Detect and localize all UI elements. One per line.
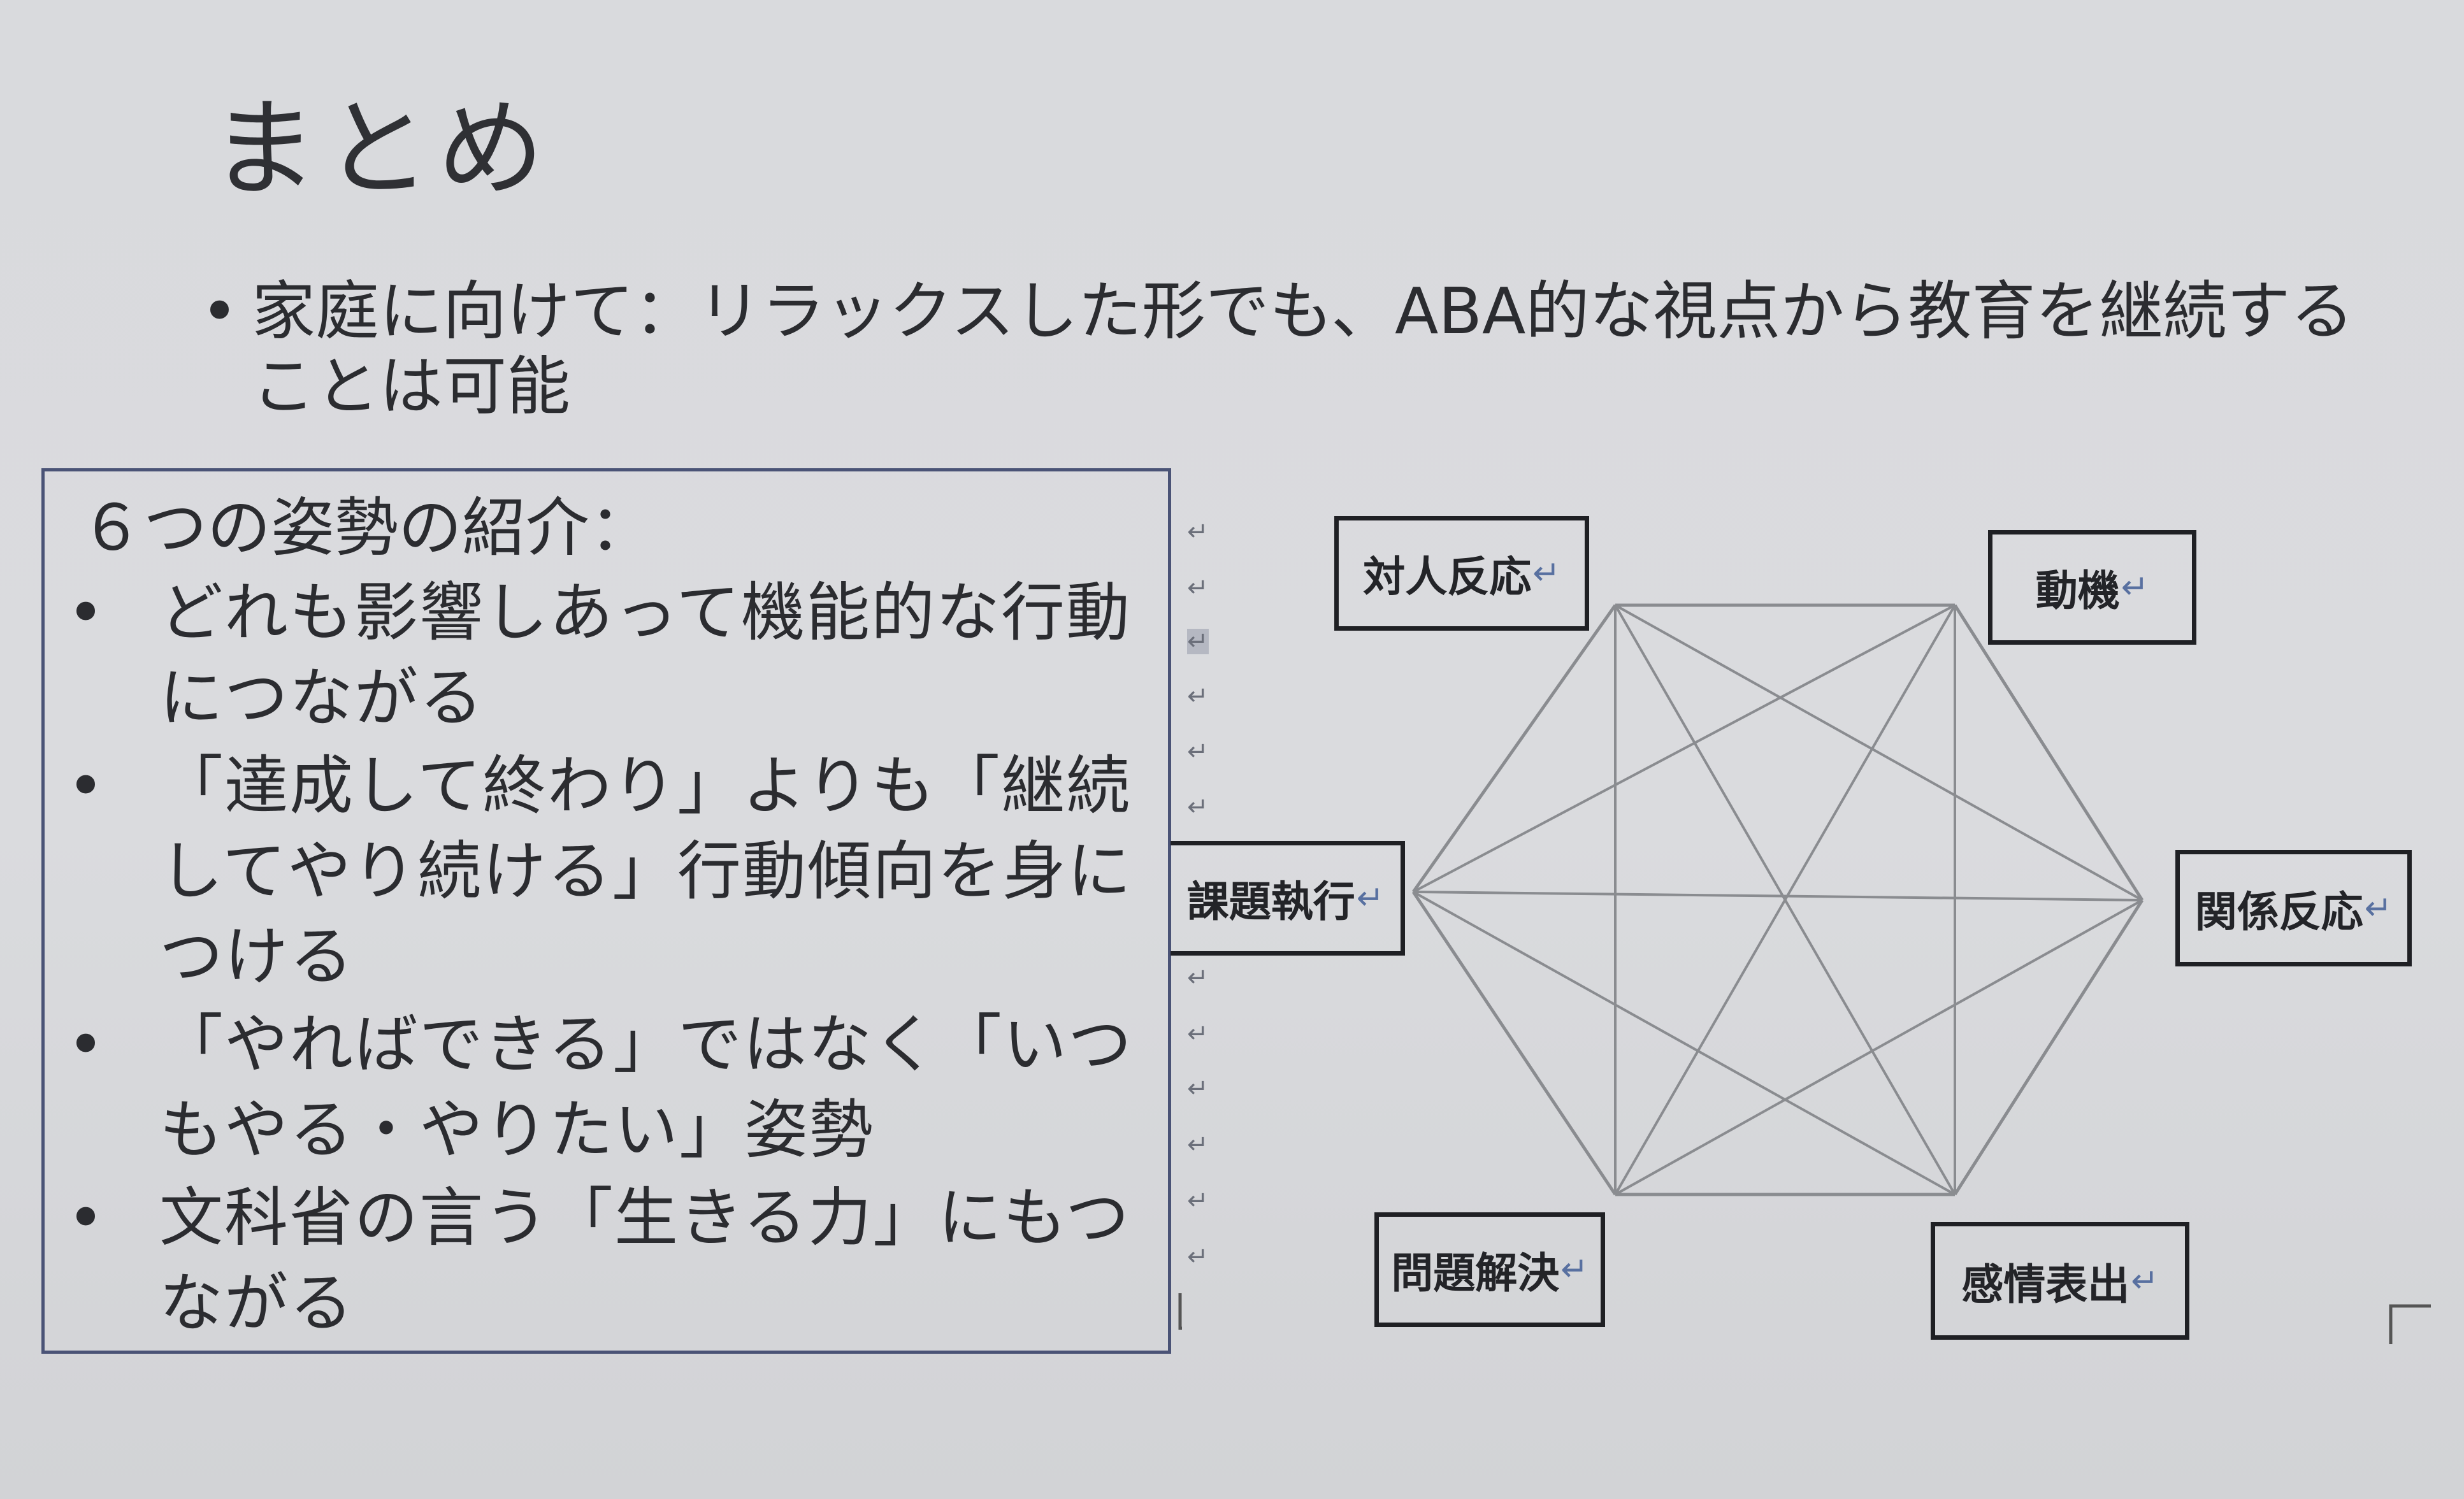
node-label: 問題解決 — [1391, 1249, 1560, 1296]
node-problem-solving: 問題解決↵ — [1374, 1212, 1605, 1327]
return-mark-icon: ↵ — [1356, 880, 1385, 917]
return-mark-icon: ↵ — [1187, 1074, 1209, 1103]
slide-title: まとめ — [210, 87, 551, 212]
node-label: 対人反応 — [1363, 553, 1532, 600]
list-item-text: どれも影響しあって機能的な行動につながる — [159, 575, 1131, 735]
return-mark-icon: ↵ — [2364, 889, 2393, 927]
node-interpersonal-reaction: 対人反応↵ — [1334, 516, 1589, 631]
connection-line — [1614, 605, 1956, 1195]
node-label: 関係反応 — [2194, 887, 2363, 935]
return-mark-icon: ↵ — [1187, 573, 1209, 603]
node-label: 感情表出 — [1961, 1260, 2130, 1308]
list-item: • 文科省の言う「生きる力」にもつながる — [45, 1175, 1166, 1346]
list-item-text: 「達成して終わり」よりも「継続してやり続ける」行動傾向を身につける — [159, 749, 1132, 994]
intro-text: 家庭に向けて：リラックスした形でも、ABA的な視点から教育を継続することは可能 — [252, 274, 2354, 424]
return-mark-icon: ↵ — [1560, 1251, 1589, 1288]
node-task-execution: 課題執行↵ — [1171, 841, 1405, 956]
return-mark-icon: ↵ — [1187, 1130, 1209, 1159]
connection-line — [1413, 891, 1956, 1196]
bullet-marker: • — [67, 575, 104, 650]
text-box-heading: ６つの姿勢の紹介： — [80, 491, 653, 565]
node-relational-reaction: 関係反応↵ — [2175, 850, 2412, 966]
connection-lines — [1411, 603, 2144, 1196]
return-mark-icon: ↵ — [1532, 555, 1560, 592]
connection-line — [1953, 604, 2144, 901]
six-attitudes-text-box[interactable]: ６つの姿勢の紹介： • どれも影響しあって機能的な行動につながる • 「達成して… — [41, 468, 1171, 1354]
corner-mark — [1178, 1293, 1182, 1330]
list-item: • 「やればできる」ではなく「いつもやる・やりたい」姿勢 — [45, 1002, 1166, 1173]
connection-line — [1413, 604, 1956, 893]
return-mark-icon: ↵ — [1187, 737, 1209, 766]
connection-line — [1411, 891, 1617, 1196]
list-item: • 「達成して終わり」よりも「継続してやり続ける」行動傾向を身につける — [45, 743, 1166, 1000]
return-mark-icon: ↵ — [1187, 1242, 1209, 1272]
connection-line — [1615, 899, 2143, 1196]
bullet-marker: • — [67, 1007, 104, 1082]
return-mark-icon: ↵ — [1187, 682, 1209, 711]
bullet-marker: • — [67, 749, 104, 823]
node-label: 課題執行 — [1186, 878, 1355, 925]
return-mark-icon: ↵ — [1187, 627, 1209, 656]
connection-line — [1953, 899, 2144, 1196]
connection-line — [1413, 891, 2143, 901]
node-motivation: 動機↵ — [1988, 530, 2196, 645]
return-mark-icon: ↵ — [1187, 1186, 1209, 1216]
return-mark-icon: ↵ — [1187, 517, 1209, 547]
node-label: 動機 — [2035, 567, 2120, 614]
return-mark-icon: ↵ — [2131, 1262, 2159, 1300]
bullet-marker: • — [67, 1180, 104, 1255]
list-item-text: 「やればできる」ではなく「いつもやる・やりたい」姿勢 — [159, 1007, 1133, 1167]
list-item: • どれも影響しあって機能的な行動につながる — [45, 570, 1166, 741]
return-mark-icon: ↵ — [2121, 569, 2149, 606]
bullet-marker: • — [201, 274, 238, 348]
corner-mark — [2389, 1304, 2431, 1344]
list-item-text: 文科省の言う「生きる力」にもつながる — [159, 1180, 1130, 1340]
return-mark-icon: ↵ — [1187, 1019, 1209, 1049]
return-mark-icon: ↵ — [1187, 793, 1209, 822]
return-mark-icon: ↵ — [1187, 963, 1209, 993]
connection-line — [1615, 604, 2143, 901]
connection-line — [1411, 604, 1617, 893]
attitudes-list: • どれも影響しあって機能的な行動につながる • 「達成して終わり」よりも「継続… — [45, 570, 1166, 1349]
node-emotional-expression: 感情表出↵ — [1931, 1222, 2189, 1340]
